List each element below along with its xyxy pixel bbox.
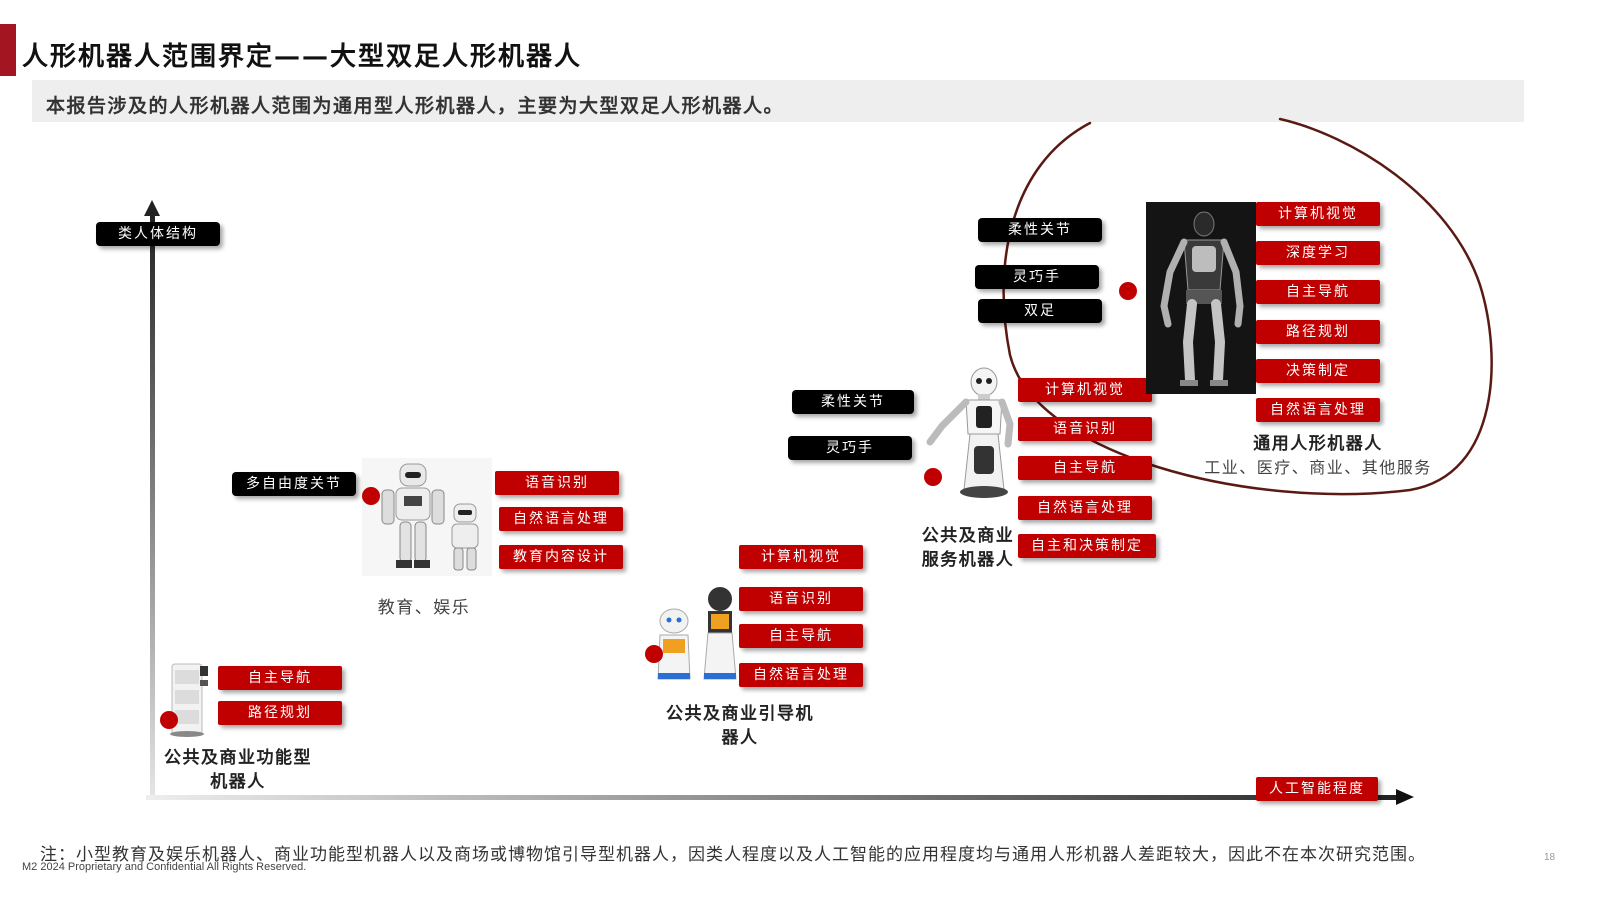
education-ai-tag: 语音识别 [495,471,619,495]
general-robot-caption: 通用人形机器人 [1253,434,1383,454]
footnote: 注：小型教育及娱乐机器人、商业功能型机器人以及商场或博物馆引导型机器人，因类人程… [40,845,1426,865]
service-structure-tag: 柔性关节 [792,390,914,414]
service-ai-tag: 计算机视觉 [1018,378,1152,402]
wheeled-humanoid-robot-icon [926,367,1014,498]
functional-robot-marker [160,711,178,729]
functional-caption-line: 公共及商业功能型 [164,748,312,768]
bipedal-humanoid-robot-icon [1146,202,1256,394]
header-accent-bar [0,24,16,76]
general-structure-tag: 灵巧手 [975,265,1099,289]
general-ai-tag: 自主导航 [1256,280,1380,304]
functional-caption-line: 机器人 [210,772,266,792]
x-axis-arrow-icon [1396,789,1414,805]
service-caption-line: 服务机器人 [921,550,1015,570]
general-ai-tag: 深度学习 [1256,241,1380,265]
service-robot-marker [924,468,942,486]
education-structure-tag: 多自由度关节 [232,472,356,496]
education-ai-tag: 教育内容设计 [499,545,623,569]
small-humanoid-robot-icon [362,458,492,576]
copyright-footer: M2 2024 Proprietary and Confidential All… [22,861,307,873]
guide-ai-tag: 计算机视觉 [739,545,863,569]
page-title: 人形机器人范围界定——大型双足人形机器人 [22,42,583,72]
y-axis-line [150,214,155,800]
general-ai-tag: 计算机视觉 [1256,202,1380,226]
subtitle-band [32,80,1524,122]
general-robot-marker [1119,282,1137,300]
guide-ai-tag: 语音识别 [739,587,863,611]
guide-robot-icon [657,587,737,680]
x-axis-label: 人工智能程度 [1256,777,1378,801]
x-axis-line [146,795,1398,800]
service-ai-tag: 自主和决策制定 [1018,534,1156,558]
service-ai-tag: 语音识别 [1018,417,1152,441]
guide-caption-line: 器人 [721,728,759,748]
guide-ai-tag: 自然语言处理 [739,663,863,687]
delivery-robot-icon [170,663,208,737]
service-ai-tag: 自然语言处理 [1018,496,1152,520]
page-subtitle: 本报告涉及的人形机器人范围为通用型人形机器人，主要为大型双足人形机器人。 [46,95,785,117]
service-caption-line: 公共及商业 [921,526,1015,546]
service-robot-caption: 公共及商业 服务机器人 [912,524,1024,572]
functional-robot-caption: 公共及商业功能型 机器人 [150,746,326,794]
guide-robot-caption: 公共及商业引导机 器人 [652,702,828,750]
page-number: 18 [1544,852,1556,863]
education-robot-marker [362,487,380,505]
guide-caption-line: 公共及商业引导机 [666,704,814,724]
y-axis-arrow-icon [144,200,160,216]
general-ai-tag: 路径规划 [1256,320,1380,344]
service-ai-tag: 自主导航 [1018,456,1152,480]
functional-ai-tag: 自主导航 [218,666,342,690]
general-ai-tag: 决策制定 [1256,359,1380,383]
general-structure-tag: 双足 [978,299,1102,323]
service-structure-tag: 灵巧手 [788,436,912,460]
guide-ai-tag: 自主导航 [739,624,863,648]
general-ai-tag: 自然语言处理 [1256,398,1380,422]
guide-robot-marker [645,645,663,663]
functional-ai-tag: 路径规划 [218,701,342,725]
education-ai-tag: 自然语言处理 [499,507,623,531]
general-robot-usage: 工业、医疗、商业、其他服务 [1204,458,1432,477]
general-structure-tag: 柔性关节 [978,218,1102,242]
education-robot-caption: 教育、娱乐 [377,598,471,618]
y-axis-label: 类人体结构 [96,222,220,246]
